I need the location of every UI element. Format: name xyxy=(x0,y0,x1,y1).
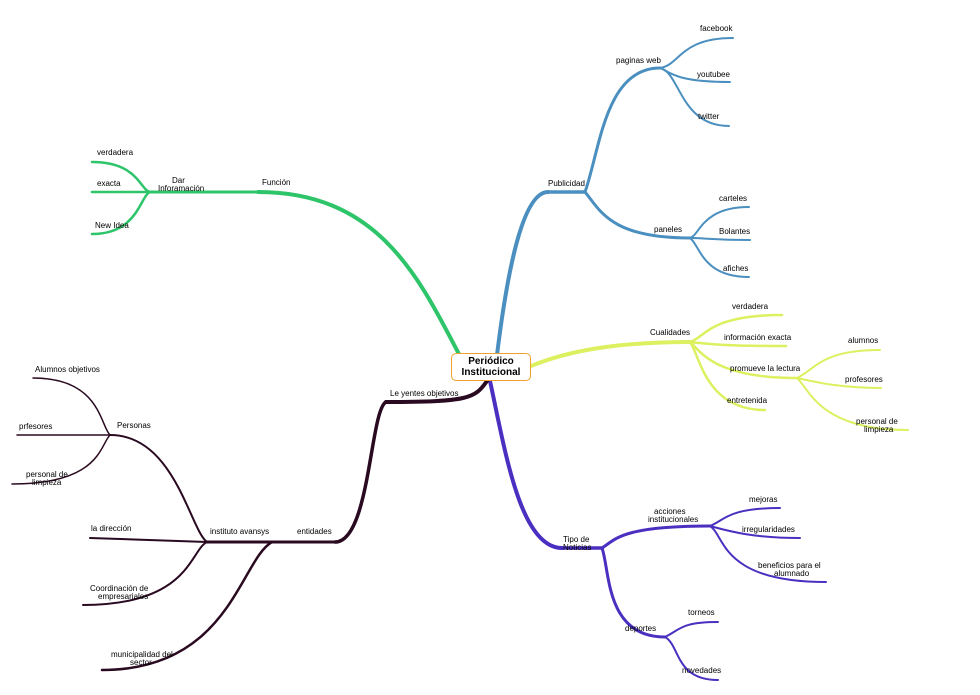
leaf-beneficios-line2: alumnado xyxy=(774,569,810,578)
leaf-municipalidad-line2: sector xyxy=(130,658,152,667)
tipo-noticias-line1: Tipo de xyxy=(563,535,590,544)
paneles-label: paneles xyxy=(654,225,682,234)
lectores-label: Le yentes objetivos xyxy=(390,389,459,398)
branch-tipo-noticias xyxy=(488,379,827,681)
cualidades-label: Cualidades xyxy=(650,328,690,337)
branch-funcion xyxy=(90,160,462,358)
leaf-twitter: twitter xyxy=(698,112,720,121)
funcion-leaf-verdadera: verdadera xyxy=(97,148,134,157)
leaf-verdadera: verdadera xyxy=(732,302,769,311)
deportes-label: deportes xyxy=(625,624,656,633)
instituto-label: instituto avansys xyxy=(210,527,269,536)
central-topic-line1: Periódico xyxy=(468,356,514,367)
leaf-alumnos-objetivos: Alumnos objetivos xyxy=(35,365,100,374)
leaf-la-direccion: la dirección xyxy=(91,524,131,533)
leaf-bolantes: Bolantes xyxy=(719,227,750,236)
funcion-leaf-exacta: exacta xyxy=(97,179,121,188)
leaf-personal-limpieza-line1: personal de xyxy=(856,417,898,426)
branch-publicidad xyxy=(495,37,751,357)
leaf-informacion-exacta: información exacta xyxy=(724,333,792,342)
leaf-irregularidades: irregularidades xyxy=(742,525,795,534)
central-topic-line2: Institucional xyxy=(461,367,521,378)
funcion-label: Función xyxy=(262,178,290,187)
leaf-beneficios-line1: beneficios para el xyxy=(758,561,821,570)
leaf-profesores: profesores xyxy=(845,375,883,384)
leaf-alumnos: alumnos xyxy=(848,336,878,345)
leaf-coordinacion-line1: Coordinación de xyxy=(90,584,149,593)
acciones-line1: acciones xyxy=(654,507,686,516)
leaf-facebook: facebook xyxy=(700,24,733,33)
leaf-torneos: torneos xyxy=(688,608,715,617)
promueve-lectura-label: promueve la lectura xyxy=(730,364,801,373)
leaf-personal-limpieza-2-line2: limpieza xyxy=(32,478,62,487)
entidades-label: entidades xyxy=(297,527,332,536)
leaf-personal-limpieza-2-line1: personal de xyxy=(26,470,68,479)
acciones-line2: institucionales xyxy=(648,515,698,524)
leaf-coordinacion-line2: empresariales xyxy=(98,592,148,601)
leaf-municipalidad-line1: municipalidad del xyxy=(111,650,173,659)
leaf-personal-limpieza-line2: limpieza xyxy=(864,425,894,434)
central-topic[interactable]: Periódico Institucional xyxy=(451,353,531,381)
leaf-mejoras: mejoras xyxy=(749,495,777,504)
tipo-noticias-line2: Noticias xyxy=(563,543,591,552)
leaf-prfesores: prfesores xyxy=(19,422,52,431)
leaf-afiches: afiches xyxy=(723,264,748,273)
leaf-entretenida: entretenida xyxy=(727,396,768,405)
funcion-leaf-new-idea: New Idea xyxy=(95,221,129,230)
leaf-carteles: carteles xyxy=(719,194,747,203)
funcion-sub-line1: Dar xyxy=(172,176,185,185)
leaf-novedades: novedades xyxy=(682,666,721,675)
paginas-web-label: paginas web xyxy=(616,56,661,65)
branch-cualidades xyxy=(529,313,909,431)
publicidad-label: Publicidad xyxy=(548,179,585,188)
funcion-sub-line2: Inforamación xyxy=(158,184,204,193)
leaf-youtubee: youtubee xyxy=(697,70,730,79)
personas-label: Personas xyxy=(117,421,151,430)
branch-lectores xyxy=(11,377,489,672)
